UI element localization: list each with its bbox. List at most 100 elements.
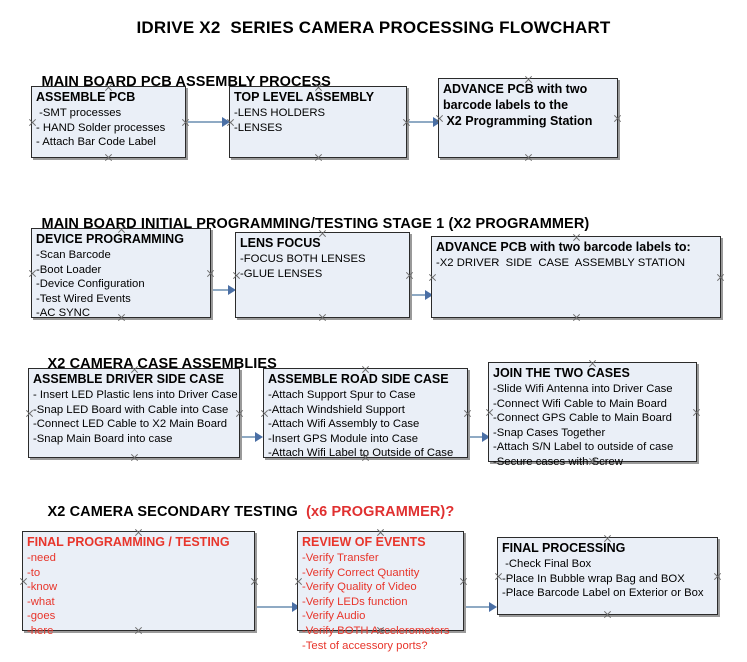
box-line: - Insert LED Plastic lens into Driver Ca…: [33, 389, 238, 401]
box-line: -Verify Audio: [302, 610, 366, 623]
connector-arrow: [470, 436, 486, 438]
connector-arrow: [257, 606, 296, 608]
box-title: DEVICE PROGRAMMING: [36, 232, 184, 246]
box-line: X2 Programming Station: [443, 114, 593, 128]
box-final-processing[interactable]: FINAL PROCESSING -Check Final Box -Place…: [497, 537, 718, 615]
box-line: -Attach S/N Label to outside of case: [493, 441, 674, 454]
box-line: -Check Final Box: [502, 558, 592, 570]
box-line: -Connect Wifi Cable to Main Board: [493, 397, 667, 410]
box-line: -Place In Bubble wrap Bag and BOX: [502, 572, 685, 585]
box-line: -Snap Cases Together: [493, 426, 606, 439]
box-title: REVIEW OF EVENTS: [302, 535, 426, 549]
box-line: -Verify Transfer: [302, 552, 379, 564]
connector-arrowhead-icon: [489, 602, 497, 612]
box-line: -to: [27, 566, 41, 579]
connection-handle-right[interactable]: [206, 269, 215, 278]
box-line: -Verify LEDs function: [302, 595, 408, 608]
box-title: TOP LEVEL ASSEMBLY: [234, 90, 375, 104]
box-line: barcode labels to the: [443, 98, 569, 112]
connector-arrow: [188, 121, 226, 123]
box-line: -AC SYNC: [36, 307, 90, 320]
box-device-programming[interactable]: DEVICE PROGRAMMING -Scan Barcode -Boot L…: [31, 228, 211, 320]
connection-handle-bottom[interactable]: [572, 313, 581, 322]
box-line: -LENS HOLDERS: [234, 107, 326, 119]
connection-handle-left[interactable]: [428, 273, 437, 282]
page-title: IDRIVE X2 SERIES CAMERA PROCESSING FLOWC…: [136, 18, 611, 37]
box-lens-focus[interactable]: LENS FOCUS -FOCUS BOTH LENSES -GLUE LENS…: [235, 232, 410, 318]
box-line: -Verify Quality of Video: [302, 581, 417, 594]
box-final-programming-testing[interactable]: FINAL PROGRAMMING / TESTING -need -to -k…: [22, 531, 255, 637]
section-heading-4-text: X2 CAMERA SECONDARY TESTING: [47, 504, 307, 520]
box-line: -X2 DRIVER SIDE CASE ASSEMBLY STATION: [436, 257, 686, 269]
box-line: -Snap LED Board with Cable into Case: [33, 403, 229, 416]
box-review-of-events[interactable]: REVIEW OF EVENTS -Verify Transfer -Verif…: [297, 531, 464, 652]
box-line: -Connect LED Cable to X2 Main Board: [33, 418, 228, 431]
box-line: -Attach Windshield Support: [268, 403, 405, 416]
connector-arrow: [409, 121, 437, 123]
connection-handle-right[interactable]: [713, 572, 722, 581]
box-line: -Test Wired Events: [36, 292, 131, 305]
connector-arrow: [242, 436, 260, 438]
connection-handle-bottom[interactable]: [603, 610, 612, 619]
box-line: -FOCUS BOTH LENSES: [240, 253, 366, 265]
connector-arrowhead-icon: [255, 432, 263, 442]
connection-handle-bottom[interactable]: [314, 153, 323, 162]
box-line: -what: [27, 595, 55, 608]
box-advance-pcb-driver-side-case[interactable]: ADVANCE PCB with two barcode labels to: …: [431, 236, 721, 318]
box-line: -here: [27, 624, 54, 637]
box-assemble-pcb[interactable]: ASSEMBLE PCB -SMT processes - HAND Solde…: [31, 86, 186, 158]
connection-handle-bottom[interactable]: [318, 313, 327, 322]
box-line: -need: [27, 552, 56, 564]
box-assemble-driver-side-case[interactable]: ASSEMBLE DRIVER SIDE CASE - Insert LED P…: [28, 368, 240, 458]
box-line: -Slide Wifi Antenna into Driver Case: [493, 383, 673, 395]
box-title: JOIN THE TWO CASES: [493, 366, 630, 380]
box-line: -Boot Loader: [36, 263, 102, 276]
connection-handle-right[interactable]: [692, 408, 701, 417]
connection-handle-right[interactable]: [235, 409, 244, 418]
box-title: FINAL PROGRAMMING / TESTING: [27, 535, 230, 549]
connection-handle-bottom[interactable]: [130, 453, 139, 462]
box-line: -Device Configuration: [36, 278, 145, 291]
box-title: ADVANCE PCB with two: [443, 82, 588, 96]
box-title: ASSEMBLE DRIVER SIDE CASE: [33, 372, 225, 386]
box-line: -Scan Barcode: [36, 249, 111, 261]
connection-handle-right[interactable]: [250, 577, 259, 586]
connector-arrow: [213, 289, 232, 291]
connection-handle-right[interactable]: [716, 273, 725, 282]
box-line: -Verify BOTH Accelerometers: [302, 624, 450, 637]
box-line: - HAND Solder processes: [36, 121, 166, 134]
connection-handle-right[interactable]: [463, 409, 472, 418]
box-top-level-assembly[interactable]: TOP LEVEL ASSEMBLY -LENS HOLDERS -LENSES: [229, 86, 407, 158]
box-line: -Insert GPS Module into Case: [268, 432, 419, 445]
section-heading-4: X2 CAMERA SECONDARY TESTING (x6 PROGRAMM…: [31, 488, 455, 536]
connection-handle-right[interactable]: [405, 271, 414, 280]
box-line: -know: [27, 581, 58, 594]
box-line: -Snap Main Board into case: [33, 432, 173, 445]
box-join-the-two-cases[interactable]: JOIN THE TWO CASES -Slide Wifi Antenna i…: [488, 362, 697, 468]
connection-handle-bottom[interactable]: [104, 153, 113, 162]
connector-arrowhead-icon: [222, 117, 230, 127]
box-assemble-road-side-case[interactable]: ASSEMBLE ROAD SIDE CASE -Attach Support …: [263, 368, 468, 459]
connector-arrow: [412, 294, 430, 296]
box-line: -LENSES: [234, 121, 283, 134]
connection-handle-right[interactable]: [459, 577, 468, 586]
box-advance-pcb-programming-station[interactable]: ADVANCE PCB with two barcode labels to t…: [438, 78, 618, 158]
box-line: -Secure cases with Screw: [493, 455, 623, 468]
box-line-overflow: -Test of accessory ports?: [302, 639, 428, 652]
box-line: -GLUE LENSES: [240, 267, 323, 280]
connection-handle-right[interactable]: [613, 114, 622, 123]
connector-arrowhead-icon: [425, 290, 433, 300]
box-title: FINAL PROCESSING: [502, 541, 626, 555]
connection-handle-bottom[interactable]: [524, 153, 533, 162]
box-title: LENS FOCUS: [240, 236, 321, 250]
connector-arrowhead-icon: [292, 602, 300, 612]
box-line: -Connect GPS Cable to Main Board: [493, 412, 672, 425]
box-line: -Verify Correct Quantity: [302, 566, 420, 579]
box-title: ASSEMBLE PCB: [36, 90, 136, 104]
box-title: ADVANCE PCB with two barcode labels to:: [436, 240, 691, 254]
connector-arrowhead-icon: [228, 285, 236, 295]
section-heading-4-accent: (x6 PROGRAMMER)?: [306, 504, 455, 520]
box-line: -Attach Wifi Assembly to Case: [268, 418, 420, 431]
box-line: - Attach Bar Code Label: [36, 136, 156, 149]
